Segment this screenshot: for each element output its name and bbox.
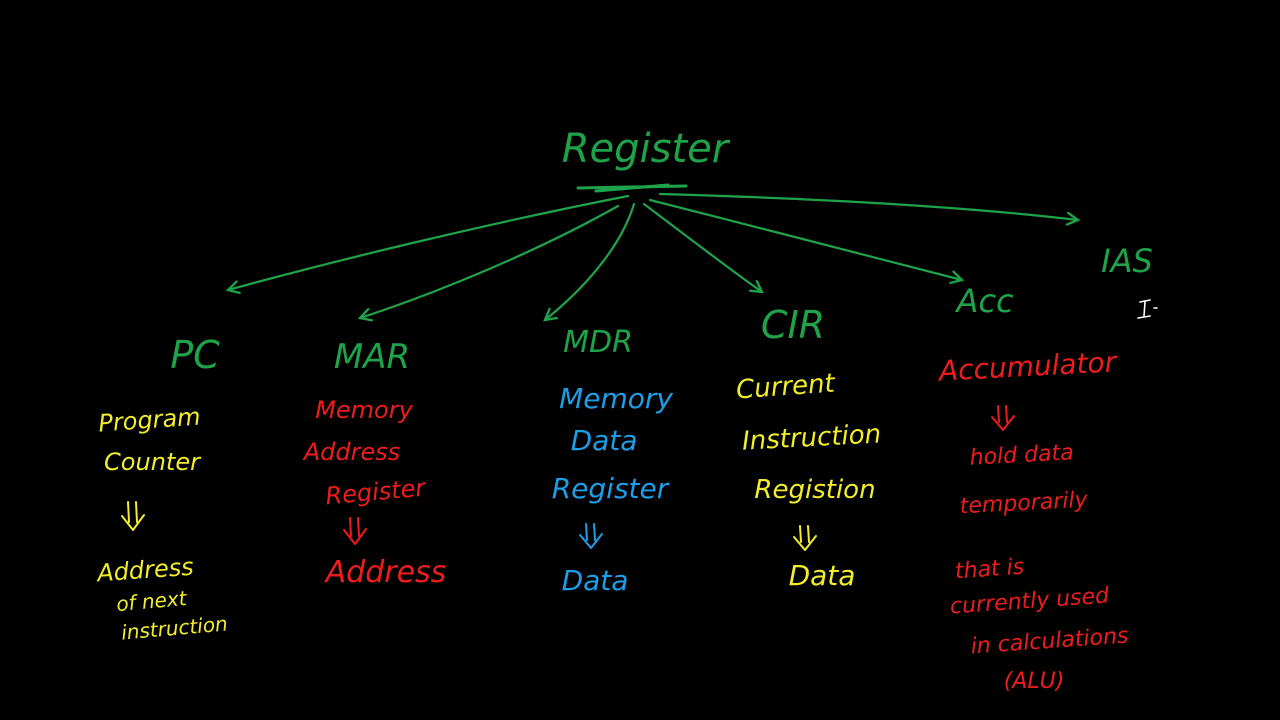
pc-result-1: Address — [94, 553, 194, 588]
acc-extra-2: currently used — [949, 583, 1111, 619]
arrow-to-mar — [360, 204, 620, 318]
root-underline-2 — [594, 183, 670, 193]
mar-abbr: MAR — [334, 337, 410, 377]
acc-abbr: Acc — [954, 282, 1013, 320]
acc-extra-4: (ALU) — [1004, 669, 1065, 694]
cir-down-arrow — [793, 525, 817, 551]
arrow-to-ias — [658, 192, 1078, 220]
cir-result-1: Data — [789, 559, 856, 592]
cir-line-3: Registion — [754, 475, 875, 505]
ias-scribble — [1137, 299, 1158, 319]
acc-down-arrow — [991, 405, 1015, 431]
mar-down-arrow — [343, 517, 367, 545]
cir-line-1: Current — [735, 369, 836, 406]
mdr-line-2: Data — [571, 424, 638, 457]
arrow-to-pc — [228, 194, 630, 290]
acc-extra-3: in calculations — [970, 624, 1129, 660]
pc-down-arrow — [121, 501, 145, 531]
mdr-line-1: Memory — [559, 382, 673, 415]
pc-line-1: Program — [97, 402, 201, 437]
cir-abbr: CIR — [761, 303, 825, 347]
mar-line-3: Register — [324, 474, 428, 511]
mdr-abbr: MDR — [563, 325, 633, 360]
root-label: Register — [562, 126, 731, 172]
mar-line-2: Address — [302, 438, 401, 466]
cir-line-2: Instruction — [741, 419, 882, 456]
acc-extra-1: that is — [954, 555, 1025, 585]
mdr-down-arrow — [579, 523, 603, 549]
pc-abbr: PC — [170, 333, 220, 377]
mdr-result-1: Data — [562, 564, 629, 597]
arrow-to-acc — [648, 198, 962, 280]
arrow-to-mdr — [545, 202, 636, 320]
mar-result-1: Address — [324, 555, 447, 590]
pc-line-2: Counter — [104, 448, 202, 476]
acc-line-1: Accumulator — [936, 345, 1118, 387]
ias-abbr: IAS — [1101, 242, 1153, 280]
arrow-to-cir — [642, 202, 762, 292]
acc-result-1: hold data — [969, 440, 1074, 470]
acc-result-2: temporarily — [959, 488, 1089, 520]
mar-line-1: Memory — [315, 396, 413, 424]
pc-result-2: of next — [115, 586, 188, 616]
mdr-line-3: Register — [552, 472, 670, 505]
pc-result-3: instruction — [120, 611, 228, 644]
